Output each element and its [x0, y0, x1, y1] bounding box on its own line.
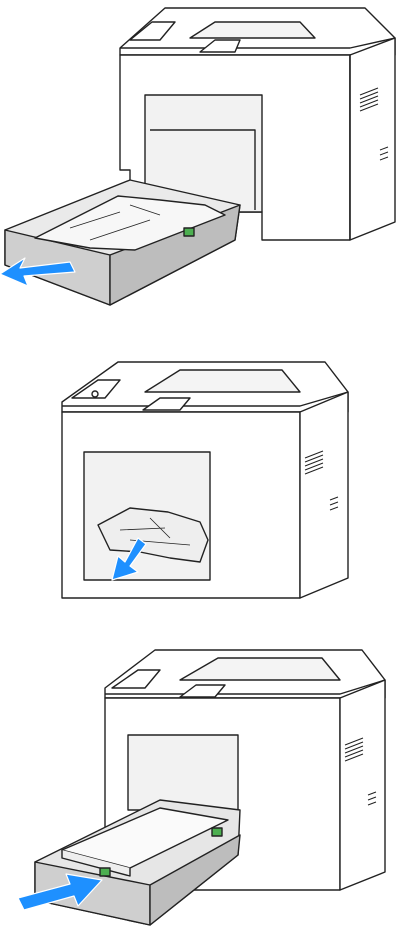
tray-latch [100, 868, 110, 876]
printer-remove-jam-illustration [0, 340, 402, 610]
step-1-illustration [0, 0, 402, 310]
printer-side [300, 392, 348, 598]
tray-latch-right [212, 828, 222, 836]
printer-side [350, 38, 395, 240]
printer-tray-close-illustration [0, 640, 402, 933]
step-3-illustration [0, 640, 402, 933]
tray-latch [184, 228, 194, 236]
step-2-illustration [0, 340, 402, 610]
printer-side [340, 680, 385, 890]
printer-tray-open-illustration [0, 0, 402, 310]
